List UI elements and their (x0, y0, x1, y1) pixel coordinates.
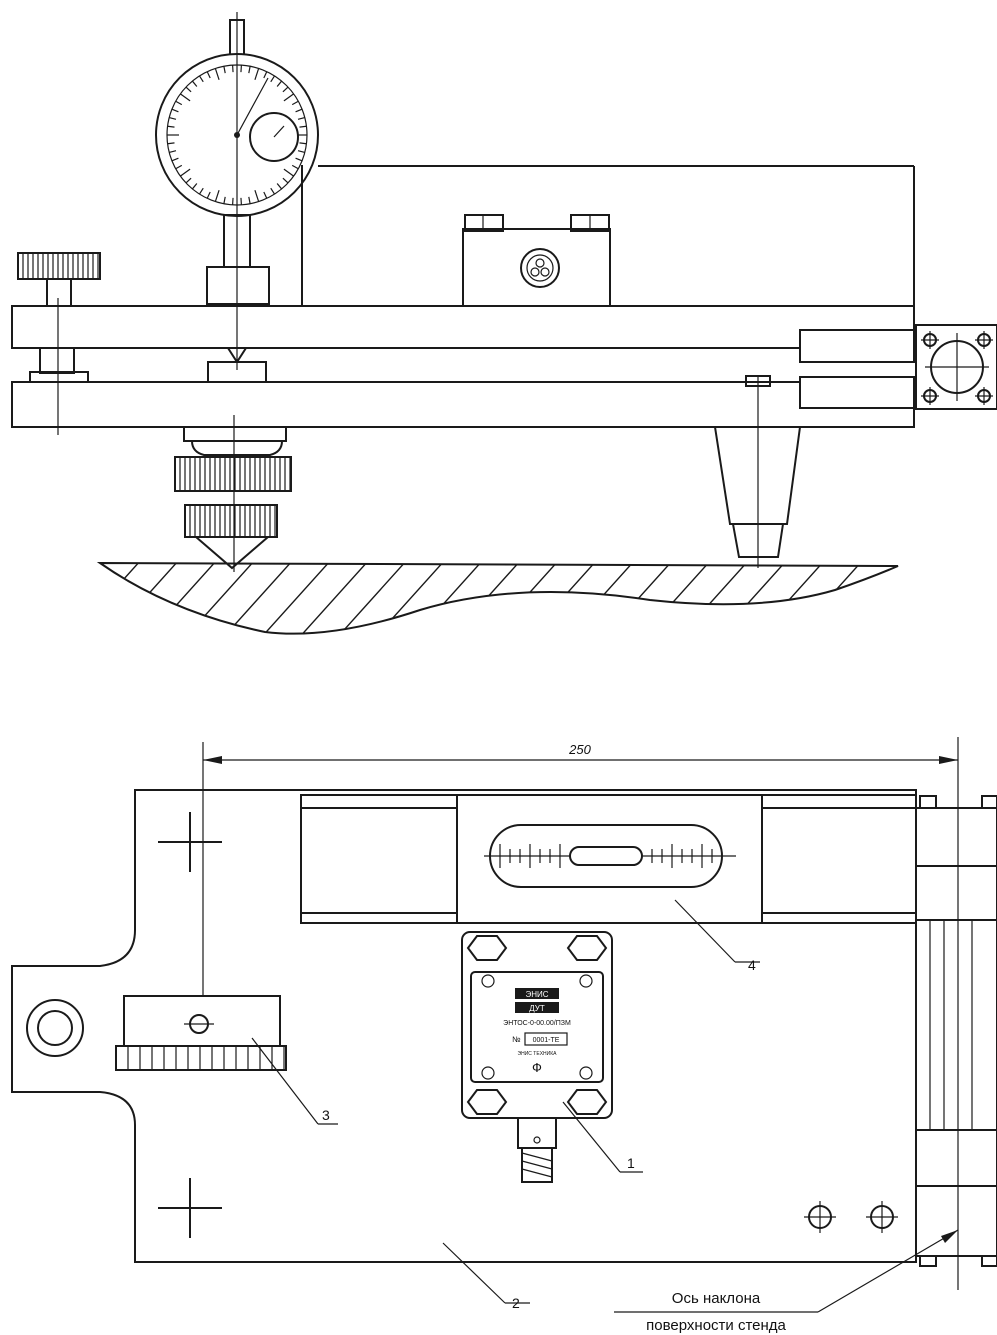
dimension-label: 250 (568, 742, 591, 757)
callout-4: 4 (748, 957, 756, 973)
sensor-maker: ЭНИС ТЕХНИКА (518, 1051, 558, 1057)
plan-view: 250 (11, 737, 997, 1334)
side-view-assembly (11, 12, 997, 635)
axis-note-line2: поверхности стенда (646, 1317, 786, 1334)
mounting-screw-icon (866, 1201, 898, 1233)
upper-beam (11, 305, 915, 349)
axis-note-line1: Ось наклона (672, 1290, 761, 1307)
hinge-strip (915, 795, 997, 1267)
sensor-code: ЭНТОС-0-00.00/ПЗМ (503, 1020, 571, 1027)
callout-1: 1 (627, 1155, 635, 1171)
foot-point (193, 536, 271, 570)
dial-needle (236, 77, 269, 136)
knurled-screw-head (17, 252, 101, 280)
leveling-screw-knurl (115, 1045, 287, 1071)
eyelet-hole (26, 999, 84, 1057)
mounting-screw-icon (804, 1201, 836, 1233)
level-housing (462, 228, 611, 307)
stand-surface-section (96, 561, 899, 635)
callout-3: 3 (322, 1107, 330, 1123)
sensor-serial-prefix: № (512, 1035, 521, 1044)
adjustment-nut-lower (184, 504, 278, 538)
inclination-sensor: ЭНИС ДУТ ЭНТОС-0-00.00/ПЗМ № 0001-TE ЭНИ… (461, 931, 613, 1119)
sensor-brand: ЭНИС (525, 990, 548, 999)
indicator-clamp (206, 266, 270, 305)
cross-mark-bottom (158, 1178, 222, 1238)
lower-beam (11, 381, 915, 428)
sensor-symbol: Ф (532, 1060, 542, 1075)
sensor-emblem-icon (520, 248, 560, 288)
cross-mark-top (158, 812, 222, 872)
sensor-serial: 0001-TE (533, 1037, 560, 1044)
sensor-model: ДУТ (529, 1004, 545, 1013)
leveling-screw-block (123, 995, 281, 1047)
adjustment-nut (174, 456, 292, 492)
callout-2: 2 (512, 1295, 520, 1311)
level-bubble (569, 846, 643, 866)
